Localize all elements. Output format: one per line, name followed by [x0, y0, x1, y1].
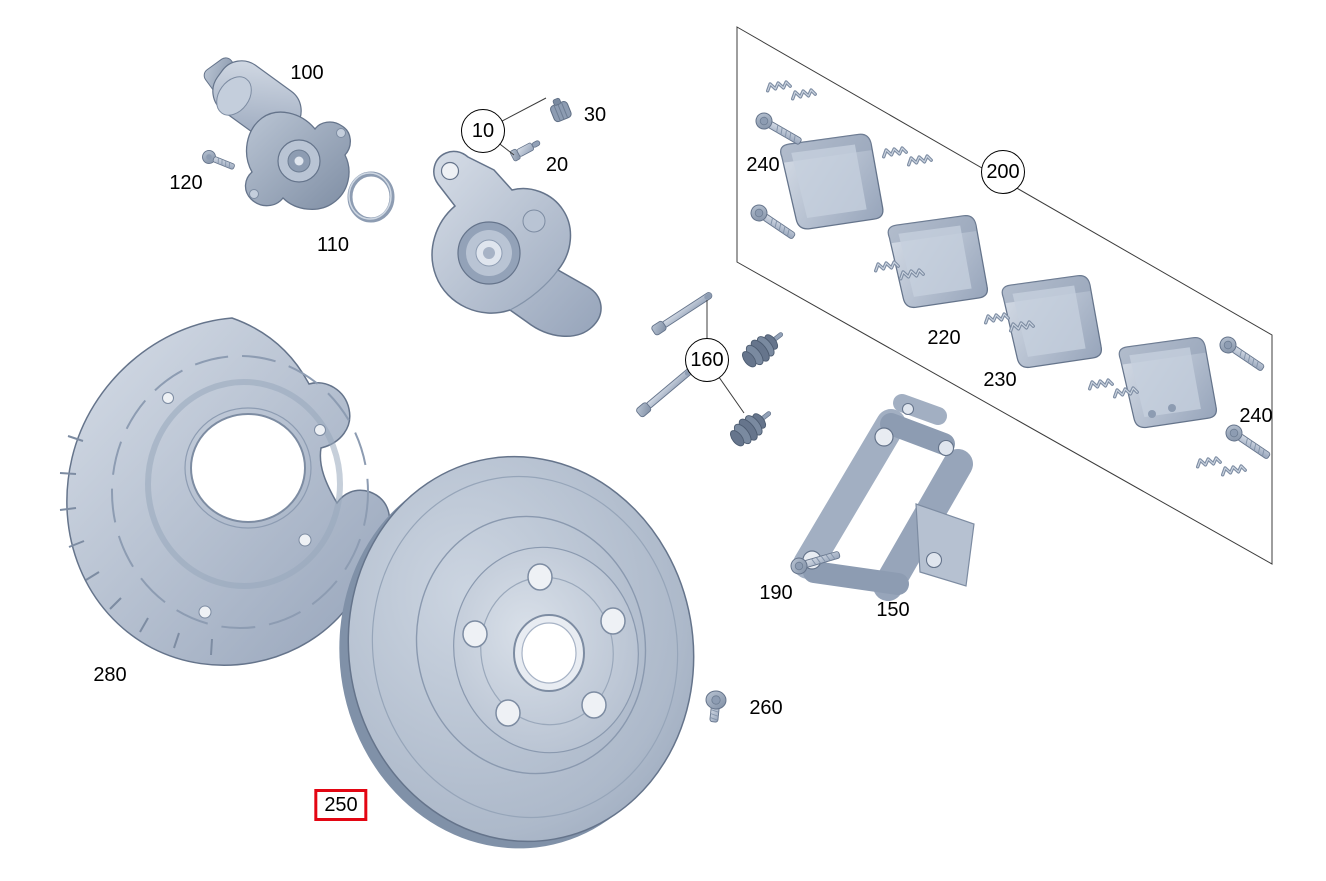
- part-label-150[interactable]: 150: [876, 599, 910, 621]
- splash-shield-280: [59, 317, 391, 666]
- parking-brake-actuator-100: [203, 57, 351, 210]
- part-label-100[interactable]: 100: [290, 62, 324, 84]
- part-label-280[interactable]: 280: [93, 664, 127, 686]
- pad-bolt-right-bottom: [1222, 421, 1274, 464]
- shield-rim-ribs: [59, 435, 213, 656]
- o-ring-110: [347, 171, 395, 223]
- pad-bolt-left-top: [752, 109, 805, 150]
- part-label-220[interactable]: 220: [927, 327, 961, 349]
- bleeder-cap-30: [549, 97, 572, 123]
- part-callout-10[interactable]: 10: [461, 109, 505, 153]
- guide-pin-boot-2: [725, 402, 779, 452]
- brake-pad-4: [1117, 330, 1221, 435]
- retaining-clip: [872, 257, 900, 274]
- guide-pin-boot-1: [737, 323, 791, 373]
- pad-wear-contact: [1168, 404, 1176, 412]
- shield-center-hole: [190, 413, 306, 523]
- actuator-screw-120: [202, 150, 235, 170]
- retaining-clip: [1219, 461, 1247, 478]
- part-label-120[interactable]: 120: [169, 172, 203, 194]
- retaining-clip: [1194, 453, 1222, 470]
- brake-pad-3: [1000, 268, 1106, 375]
- brake-disc-250: [339, 455, 695, 849]
- retaining-clip: [1086, 375, 1114, 392]
- guide-pin-1: [650, 289, 715, 337]
- pad-bolt-right-top: [1216, 333, 1268, 376]
- bleeder-valve-20: [509, 140, 541, 162]
- part-label-190[interactable]: 190: [759, 582, 793, 604]
- retaining-clip: [982, 309, 1010, 326]
- retaining-clip: [789, 85, 817, 102]
- part-label-110[interactable]: 110: [317, 234, 349, 256]
- pad-kit-box: [736, 26, 1273, 565]
- part-label-230[interactable]: 230: [983, 369, 1017, 391]
- brake-pad-2: [886, 208, 992, 315]
- pad-wear-contact: [1148, 410, 1156, 418]
- part-callout-200[interactable]: 200: [981, 150, 1025, 194]
- part-callout-160[interactable]: 160: [685, 338, 729, 382]
- disc-screw-260: [705, 690, 727, 723]
- retaining-clip: [905, 151, 933, 168]
- part-label-240-right[interactable]: 240: [1239, 405, 1273, 427]
- retaining-clip: [764, 77, 792, 94]
- part-label-30[interactable]: 30: [583, 104, 607, 126]
- guide-pin-2: [634, 365, 696, 419]
- part-label-250-selected[interactable]: 250: [314, 789, 368, 821]
- disc-lug-holes: [462, 563, 626, 727]
- part-label-240-left[interactable]: 240: [746, 154, 780, 176]
- part-label-20[interactable]: 20: [545, 154, 569, 176]
- brake-caliper-10: [431, 150, 602, 338]
- retaining-clip: [880, 143, 908, 160]
- part-label-260[interactable]: 260: [749, 697, 783, 719]
- pad-bolt-left-bottom: [747, 201, 799, 244]
